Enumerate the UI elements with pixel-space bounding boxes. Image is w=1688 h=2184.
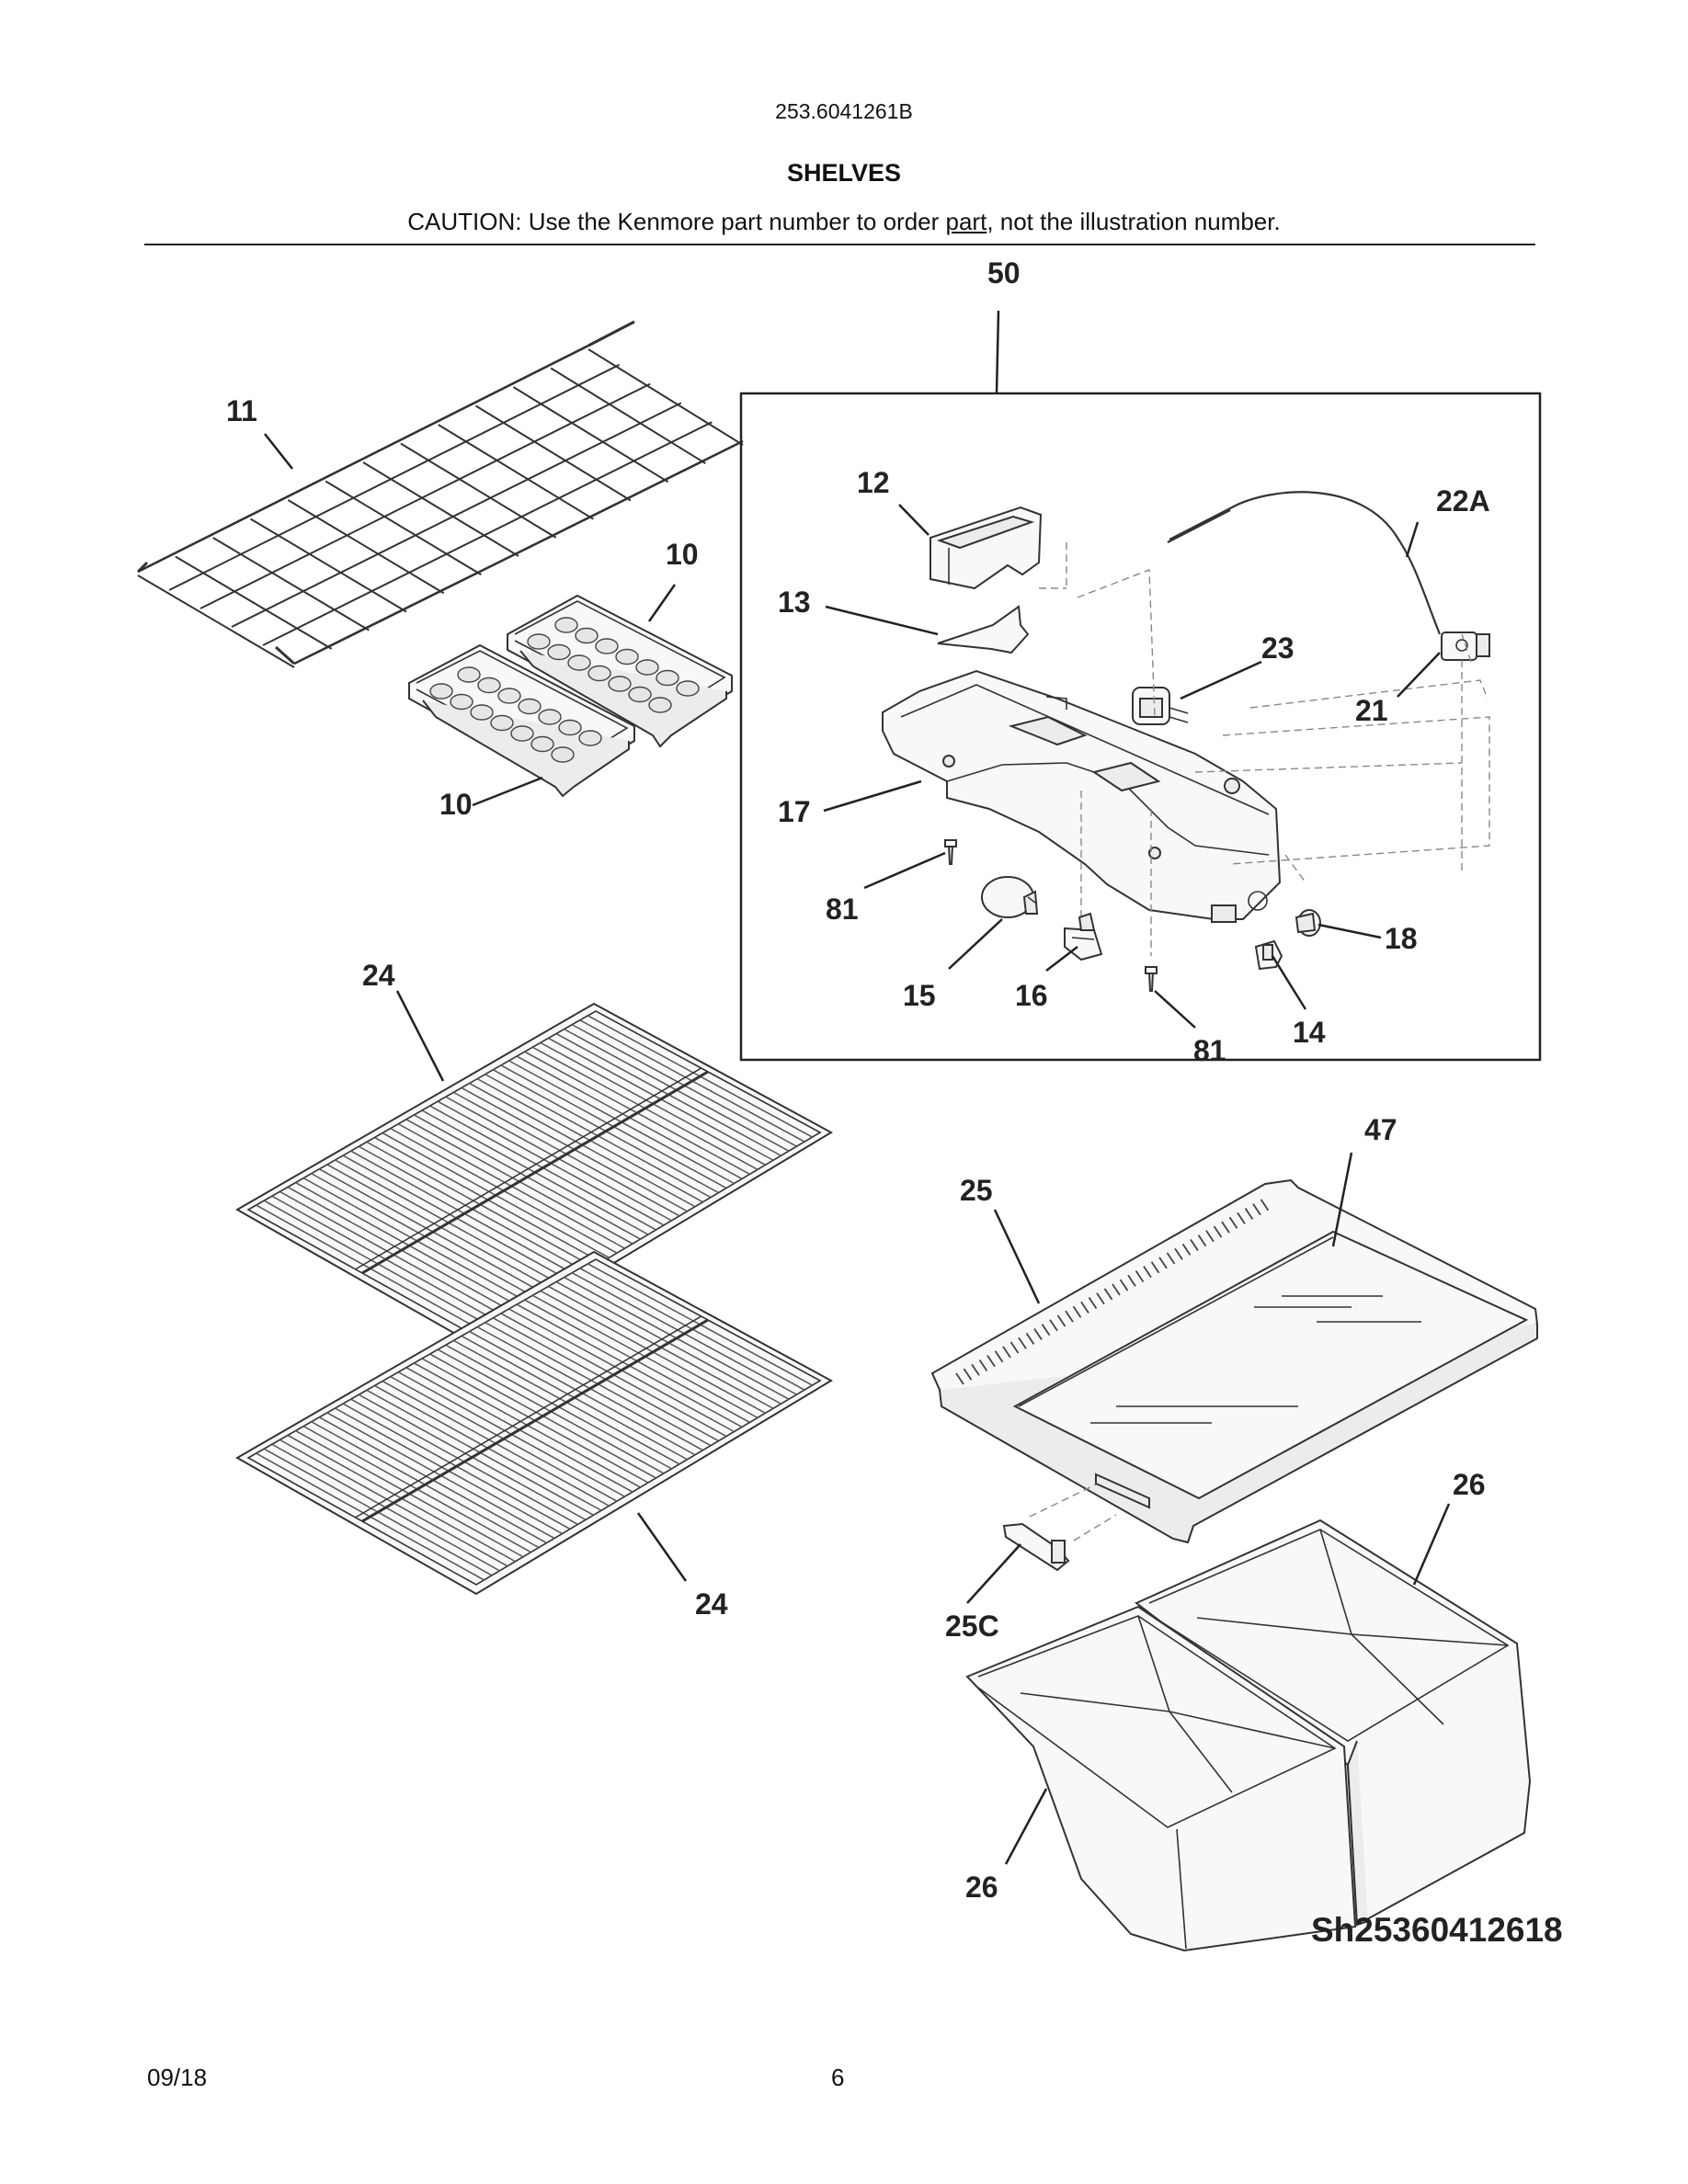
callout-22A: 22A — [1436, 484, 1490, 518]
drawing-code: Sh25360412618 — [1311, 1911, 1563, 1949]
footer-date: 09/18 — [147, 2064, 208, 2091]
callout-24-lower: 24 — [695, 1587, 728, 1621]
model-number: 253.6041261B — [775, 99, 913, 123]
screw-lower — [1145, 966, 1158, 992]
wire-shelf-lower — [234, 1250, 834, 1596]
light-bulb — [981, 876, 1039, 918]
callout-50: 50 — [987, 256, 1021, 290]
light-shield — [930, 506, 1043, 590]
callout-17: 17 — [778, 795, 811, 828]
callout-25C: 25C — [945, 1610, 999, 1643]
callout-15: 15 — [903, 979, 936, 1012]
callout-16: 16 — [1015, 979, 1048, 1012]
callout-26-lower: 26 — [965, 1871, 998, 1904]
callout-13: 13 — [778, 586, 811, 619]
callout-10-lower: 10 — [439, 788, 473, 821]
humidity-control — [1002, 1473, 1150, 1572]
callout-47: 47 — [1364, 1113, 1397, 1146]
light-socket — [1064, 912, 1103, 961]
callout-26-upper: 26 — [1453, 1468, 1486, 1501]
callout-11: 11 — [226, 394, 257, 427]
callout-21: 21 — [1355, 694, 1388, 727]
callout-12: 12 — [857, 466, 890, 499]
section-title: SHELVES — [786, 159, 902, 187]
caution-note: CAUTION: Use the Kenmore part number to … — [0, 208, 1688, 236]
light-housing-assembly-box — [739, 392, 1542, 1062]
callout-81-lower: 81 — [1193, 1034, 1226, 1067]
wire-harness — [1169, 491, 1442, 635]
callout-14: 14 — [1293, 1016, 1326, 1049]
light-switch — [1441, 631, 1490, 661]
callout-24-upper: 24 — [362, 959, 395, 992]
freezer-wire-shelf — [136, 320, 744, 668]
ice-tray-lower — [408, 643, 635, 798]
caution-prefix: CAUTION: Use the Kenmore part number to … — [407, 208, 946, 235]
callout-18: 18 — [1385, 922, 1418, 955]
callout-25: 25 — [960, 1174, 993, 1207]
crisper-cover-glass — [1012, 1230, 1529, 1500]
light-lens — [937, 605, 1030, 654]
defrost-timer — [1132, 687, 1189, 725]
leader-lines — [264, 310, 1451, 1865]
crisper-drawer-right — [1135, 1519, 1532, 1927]
assembly-guides — [1039, 542, 1490, 956]
switch-button — [1295, 909, 1321, 937]
screw-upper — [944, 839, 957, 865]
wire-shelf-upper — [234, 1002, 834, 1348]
callout-23: 23 — [1261, 631, 1295, 665]
callout-81-upper: 81 — [826, 893, 859, 926]
caution-suffix: , not the illustration number. — [987, 208, 1281, 235]
callout-10-upper: 10 — [666, 538, 699, 571]
caution-underlined: part — [945, 208, 987, 235]
page-number: 6 — [831, 2064, 845, 2091]
ice-tray-upper — [507, 594, 733, 748]
crisper-drawer-left — [965, 1605, 1357, 1952]
